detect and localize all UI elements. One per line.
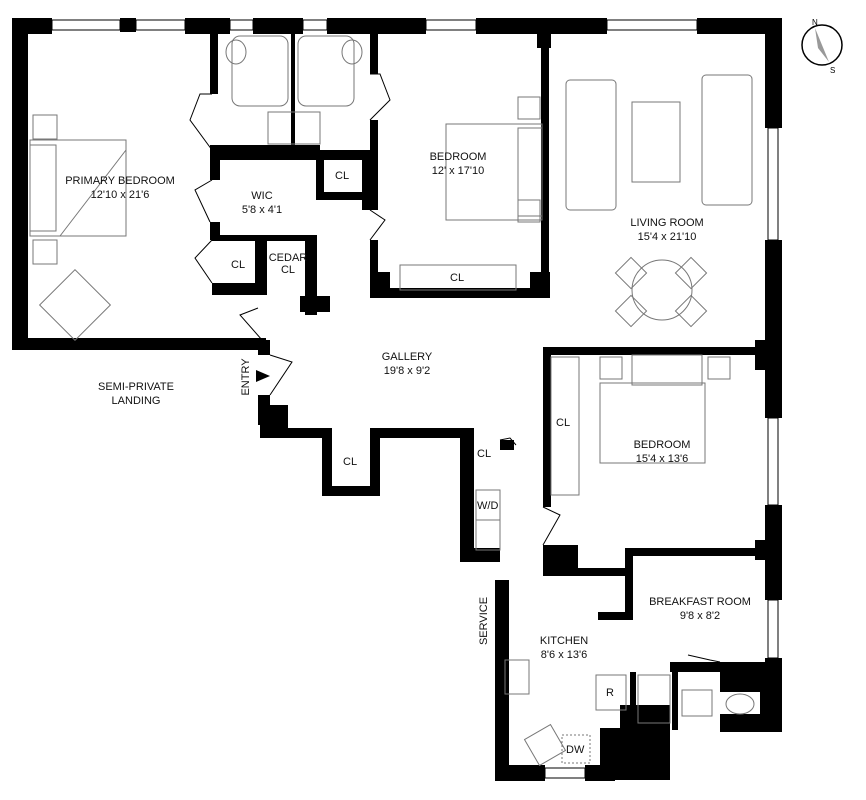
- windows: [51, 19, 779, 779]
- room-dims: 15'4 x 13'6: [635, 453, 689, 465]
- room-name: GALLERY: [381, 351, 433, 363]
- room-dims: 15'4 x 21'10: [637, 231, 697, 243]
- compass-s-label: S: [830, 66, 835, 75]
- refrigerator-label: R: [606, 687, 614, 699]
- landing-label: SEMI-PRIVATE LANDING: [84, 380, 188, 408]
- room-dims: 5'8 x 4'1: [241, 204, 283, 216]
- dishwasher-label: DW: [566, 744, 585, 756]
- interior-walls: [210, 34, 765, 732]
- service-label: SERVICE: [478, 596, 490, 646]
- closet-label-cl-5: CL: [477, 448, 492, 460]
- washer-dryer-label: W/D: [477, 500, 499, 512]
- exterior-walls: [12, 18, 782, 781]
- room-dims: 12' x 17'10: [431, 165, 485, 177]
- room-dims: 9'8 x 8'2: [679, 610, 721, 622]
- room-name: BEDROOM: [633, 439, 691, 451]
- room-label-wic: WIC 5'8 x 4'1: [232, 189, 292, 217]
- cedar-top: CEDAR: [268, 252, 308, 264]
- doors: [189, 73, 721, 663]
- closet-label-cl-3: CL: [450, 272, 465, 284]
- room-name: PRIMARY BEDROOM: [65, 175, 175, 187]
- room-dims: 8'6 x 13'6: [540, 649, 588, 661]
- room-name: KITCHEN: [539, 635, 589, 647]
- furniture: [29, 35, 755, 767]
- room-label-primary-bedroom: PRIMARY BEDROOM 12'10 x 21'6: [56, 174, 184, 202]
- room-label-living-room: LIVING ROOM 15'4 x 21'10: [612, 216, 722, 244]
- closet-label-cl-2: CL: [231, 259, 246, 271]
- compass-icon: N S: [801, 18, 843, 75]
- entry-arrow-icon: [256, 370, 270, 382]
- closet-label-cl-1: CL: [335, 170, 350, 182]
- closet-label-cl-6: CL: [556, 417, 571, 429]
- room-label-bedroom-north: BEDROOM 12' x 17'10: [420, 150, 496, 178]
- landing-line-2: LANDING: [111, 395, 161, 407]
- room-label-gallery: GALLERY 19'8 x 9'2: [365, 350, 449, 378]
- room-name: WIC: [251, 190, 273, 202]
- landing-line-1: SEMI-PRIVATE: [98, 381, 174, 393]
- cedar-bottom: CL: [280, 264, 296, 276]
- room-dims: 12'10 x 21'6: [90, 189, 150, 201]
- room-dims: 19'8 x 9'2: [383, 365, 431, 377]
- room-name: BEDROOM: [429, 151, 487, 163]
- compass-n-label: N: [812, 18, 818, 27]
- room-name: LIVING ROOM: [630, 217, 704, 229]
- entry-label: ENTRY: [240, 358, 252, 396]
- room-label-kitchen: KITCHEN 8'6 x 13'6: [526, 634, 602, 662]
- room-label-breakfast-room: BREAKFAST ROOM 9'8 x 8'2: [640, 595, 760, 623]
- room-name: BREAKFAST ROOM: [649, 596, 751, 608]
- cedar-closet-label: CEDAR CL: [266, 252, 310, 276]
- closet-label-cl-4: CL: [343, 456, 358, 468]
- room-label-bedroom-east: BEDROOM 15'4 x 13'6: [622, 438, 702, 466]
